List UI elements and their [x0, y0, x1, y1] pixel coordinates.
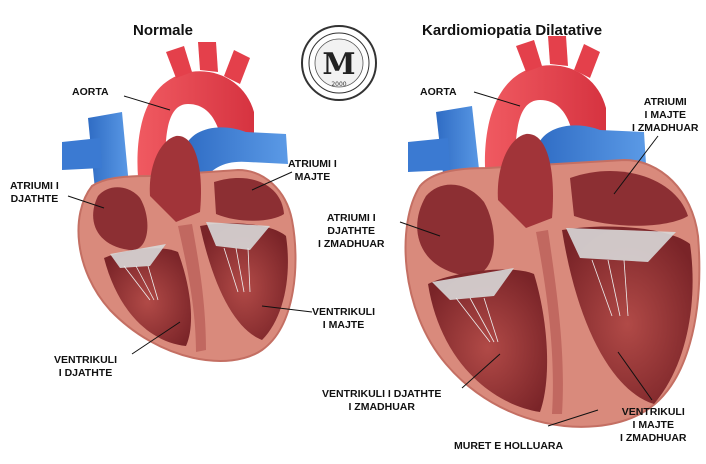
- label-left-atrium-dilated: ATRIUMI I MAJTE I ZMADHUAR: [632, 96, 699, 135]
- vena-cava-side: [62, 138, 102, 170]
- aorta-branch: [516, 40, 542, 72]
- aorta-branch: [548, 36, 568, 66]
- label-left-ventricle-dilated: VENTRIKULI I MAJTE I ZMADHUAR: [620, 406, 687, 445]
- aorta-branch: [166, 46, 192, 78]
- label-aorta-dilated: AORTA: [420, 86, 457, 99]
- logo-seal: M 2000: [302, 26, 376, 100]
- label-thin-walls: MURET E HOLLUARA: [454, 440, 563, 453]
- vena-cava-side: [408, 138, 450, 172]
- aorta-branch: [198, 42, 218, 72]
- label-right-ventricle-dilated: VENTRIKULI I DJATHTE I ZMADHUAR: [322, 388, 441, 414]
- logo-letter: M: [322, 47, 355, 82]
- logo-year: 2000: [331, 81, 346, 88]
- normal-title: Normale: [133, 22, 193, 39]
- label-left-ventricle: VENTRIKULI I MAJTE: [312, 306, 375, 332]
- dilated-title: Kardiomiopatia Dilatative: [422, 22, 602, 39]
- label-aorta: AORTA: [72, 86, 109, 99]
- label-right-atrium-dilated: ATRIUMI I DJATHTE I ZMADHUAR: [318, 212, 385, 251]
- label-right-ventricle: VENTRIKULI I DJATHTE: [54, 354, 117, 380]
- label-left-atrium: ATRIUMI I MAJTE: [288, 158, 337, 184]
- label-right-atrium: ATRIUMI I DJATHTE: [10, 180, 59, 206]
